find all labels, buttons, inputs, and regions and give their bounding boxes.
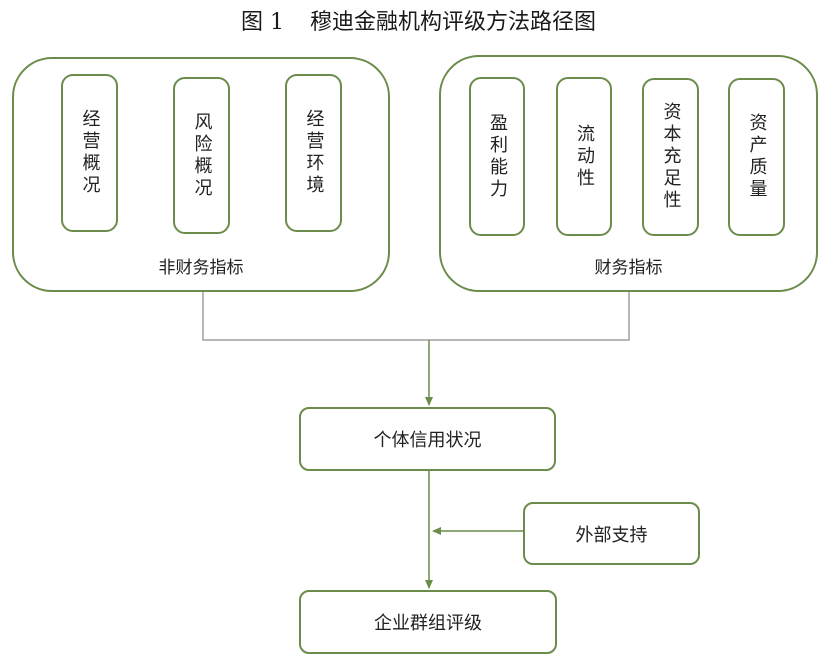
- group-rating-label: 企业群组评级: [374, 613, 482, 634]
- figure-title: 图 1 穆迪金融机构评级方法路径图: [0, 8, 837, 38]
- indicator-label: 风险概况: [191, 111, 213, 200]
- indicator-business-profile: 经营概况: [61, 74, 118, 232]
- indicator-label: 资本充足性: [660, 102, 682, 212]
- individual-credit-node: 个体信用状况: [299, 407, 556, 471]
- indicator-asset-quality: 资产质量: [728, 78, 785, 236]
- figure-title-text: 穆迪金融机构评级方法路径图: [309, 10, 596, 35]
- financial-label: 财务指标: [594, 258, 663, 278]
- group-rating-node: 企业群组评级: [299, 590, 557, 654]
- external-support-node: 外部支持: [523, 502, 700, 565]
- indicator-risk-profile: 风险概况: [173, 77, 230, 234]
- indicator-capital-adequacy: 资本充足性: [642, 78, 699, 236]
- indicator-liquidity: 流动性: [556, 77, 612, 236]
- indicator-label: 经营环境: [303, 109, 325, 197]
- indicator-label: 经营概况: [79, 109, 101, 197]
- indicator-operating-environment: 经营环境: [285, 74, 342, 232]
- indicator-label: 资产质量: [746, 113, 768, 201]
- merge-connector: [202, 290, 630, 341]
- indicator-profitability: 盈利能力: [469, 77, 525, 236]
- indicator-label: 盈利能力: [487, 112, 508, 201]
- individual-credit-label: 个体信用状况: [373, 430, 482, 451]
- non-financial-label: 非财务指标: [158, 258, 244, 278]
- indicator-label: 流动性: [574, 123, 595, 190]
- external-support-label: 外部支持: [575, 524, 648, 546]
- figure-number: 图 1: [240, 10, 284, 35]
